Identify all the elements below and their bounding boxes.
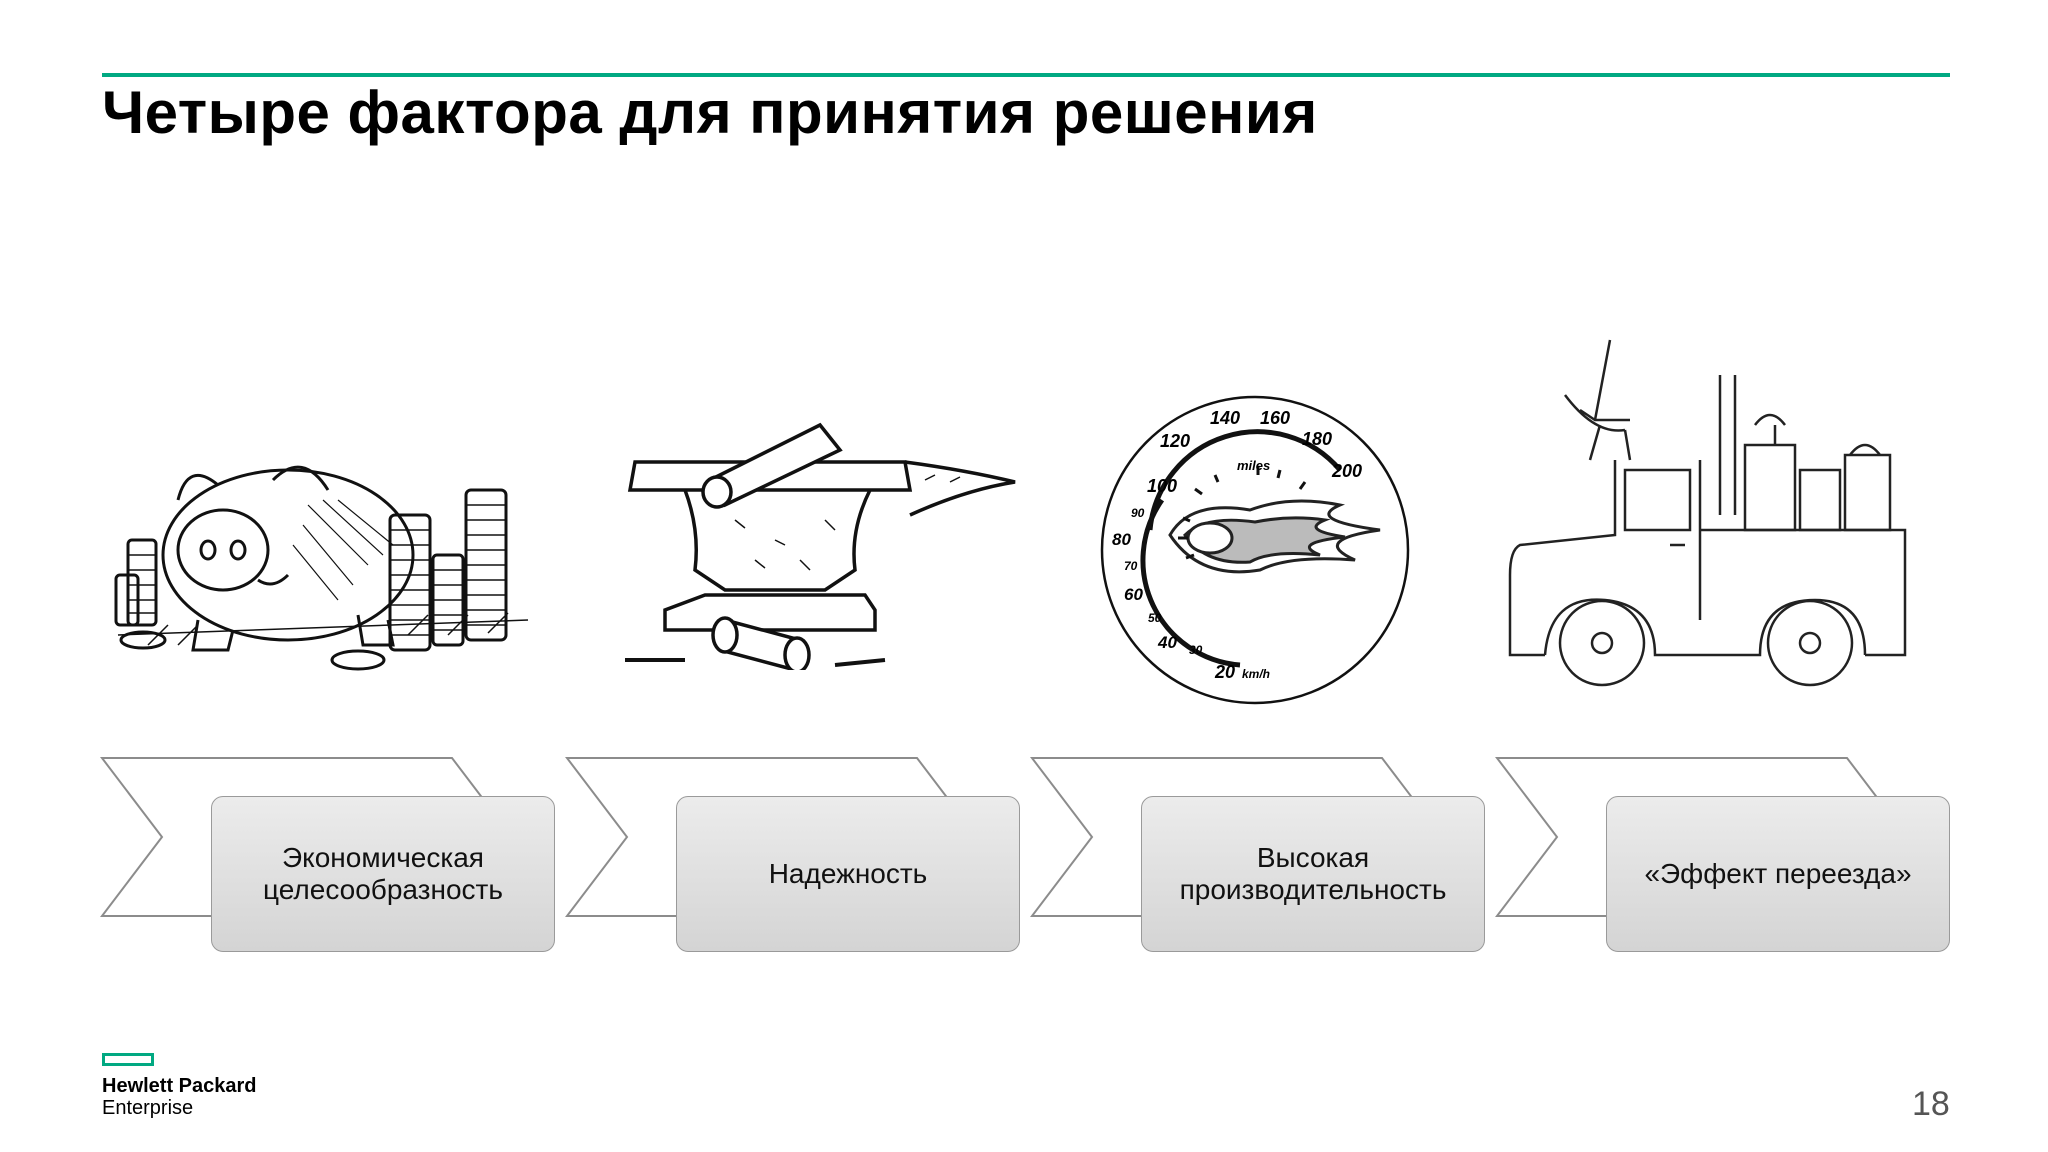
factor-label: Экономическая целесообразность (263, 842, 503, 905)
piggy-bank-coins-icon (114, 465, 529, 671)
kmh-tick-70: 70 (1124, 559, 1138, 573)
hpe-logo-icon (102, 1053, 154, 1066)
factor-box-performance: Высокая производительность (1141, 796, 1485, 952)
miles-tick-180: 180 (1302, 429, 1332, 449)
factor-box-migration: «Эффект переезда» (1606, 796, 1950, 952)
kmh-tick-20: 20 (1214, 662, 1235, 682)
kmh-tick-60: 60 (1124, 585, 1143, 604)
factor-label: «Эффект переезда» (1644, 858, 1912, 889)
speedometer-flames-icon: 100 120 140 160 180 200 miles 20 30 40 5… (1100, 395, 1410, 705)
kmh-tick-30: 30 (1189, 643, 1203, 657)
factor-label: Надежность (768, 858, 928, 889)
moving-truck-icon (1508, 339, 1907, 687)
miles-tick-200: 200 (1331, 461, 1362, 481)
logo-line-1: Hewlett Packard (102, 1075, 257, 1097)
top-accent-rule (102, 73, 1950, 77)
miles-tick-120: 120 (1160, 431, 1190, 451)
kmh-tick-90: 90 (1131, 506, 1145, 520)
miles-tick-140: 140 (1210, 408, 1240, 428)
miles-tick-100: 100 (1147, 476, 1177, 496)
factor-label: Высокая производительность (1179, 842, 1447, 905)
miles-tick-160: 160 (1260, 408, 1290, 428)
miles-label: miles (1237, 458, 1270, 473)
kmh-tick-50: 50 (1148, 611, 1162, 625)
logo-line-2: Enterprise (102, 1097, 194, 1119)
kmh-tick-80: 80 (1112, 530, 1131, 549)
factor-box-reliability: Надежность (676, 796, 1020, 952)
factor-box-economic: Экономическая целесообразность (211, 796, 555, 952)
anvil-icon (625, 422, 1016, 670)
kmh-label: km/h (1242, 667, 1270, 681)
slide-title: Четыре фактора для принятия решения (102, 79, 1318, 146)
kmh-tick-40: 40 (1157, 633, 1177, 652)
page-number: 18 (1912, 1085, 1950, 1123)
